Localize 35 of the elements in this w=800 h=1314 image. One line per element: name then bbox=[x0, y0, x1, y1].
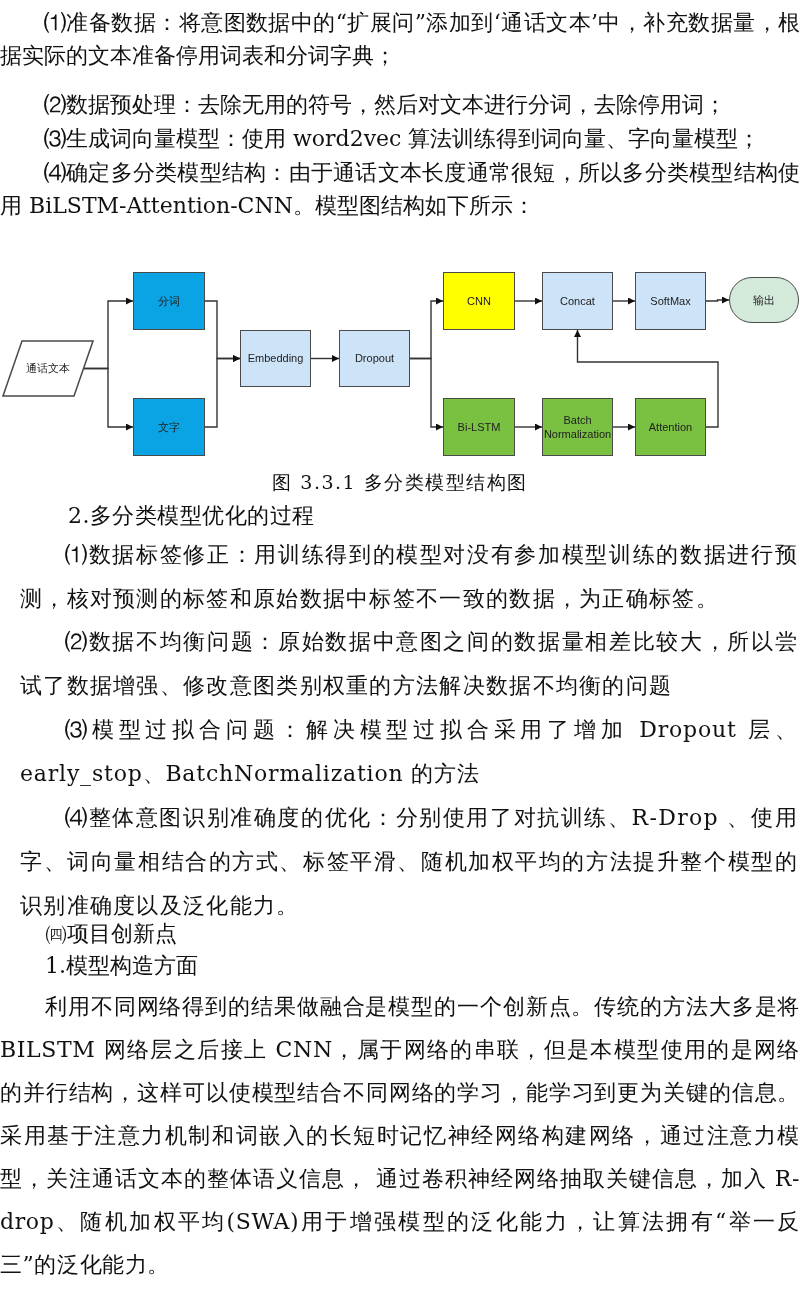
arrow bbox=[705, 296, 730, 304]
section-heading: ㈣项目创新点 bbox=[45, 920, 178, 948]
terminal-box: 输出 bbox=[729, 277, 799, 323]
section-heading: 2.多分类模型优化的过程 bbox=[68, 502, 316, 530]
paragraph: ⑴数据标签修正：用训练得到的模型对没有参加模型训练的数据进行预测，核对预测的标签和原始数据中标签不一致的数据，为正确标签。 bbox=[20, 541, 798, 613]
process-box: Embedding bbox=[240, 330, 311, 387]
arrow bbox=[310, 355, 340, 362]
figure-caption: 图 3.3.1 多分类模型结构图 bbox=[271, 470, 529, 495]
arrow bbox=[612, 297, 636, 305]
paragraph: ⑶模型过拟合问题：解决模型过拟合采用了增加 Dropout 层、early_stop、BatchNormalization 的方法 bbox=[20, 716, 798, 788]
process-box: 文字 bbox=[133, 398, 205, 456]
paragraph: ⑵数据预处理：去除无用的符号，然后对文本进行分词，去除停用词； bbox=[43, 91, 727, 119]
paragraph: ⑶生成词向量模型：使用 word2vec 算法训练得到词向量、字向量模型； bbox=[43, 125, 762, 153]
arrow bbox=[574, 329, 719, 428]
paragraph: ⑵数据不均衡问题：原始数据中意图之间的数据量相差比较大，所以尝试了数据增强、修改意图类别权重的方法解决数据不均衡的问题 bbox=[20, 628, 798, 700]
process-box: Batch Normalization bbox=[542, 398, 613, 456]
process-box: Concat bbox=[542, 272, 613, 330]
paragraph: 利用不同网络得到的结果做融合是模型的一个创新点。传统的方法大多是将BILSTM 网络层之后接上 CNN，属于网络的串联，但是本模型使用的是网络的并行结构，这样可以使模型结合不同网络的学习，能学习到更为关键的信息。采用基于注意力机制和词嵌入的长短时记忆神经网络构建网络，通过注意力模型，关注通话文本的整体语义信息， 通过卷积神经网络抽取关键信息，加入 R-drop、随机加权平均(SWA)用于增强模型的泛化能力，让算法拥有“举一反三”的泛化能力。 bbox=[0, 993, 800, 1279]
process-box: 分词 bbox=[133, 272, 205, 330]
arrow bbox=[514, 423, 543, 431]
arrow bbox=[514, 297, 543, 305]
process-box: SoftMax bbox=[635, 272, 706, 330]
arrow bbox=[83, 367, 134, 431]
data-parallelogram: 通话文本 bbox=[2, 340, 94, 397]
process-box: Attention bbox=[635, 398, 706, 456]
arrow bbox=[204, 355, 241, 428]
process-box: Dropout bbox=[339, 330, 410, 387]
section-heading: 1.模型构造方面 bbox=[45, 952, 199, 980]
arrow bbox=[612, 423, 636, 431]
arrow bbox=[409, 357, 444, 431]
paragraph: ⑴准备数据：将意图数据中的“扩展问”添加到‘通话文本’中，补充数据量，根据实际的文本准备停用词表和分词字典； bbox=[0, 9, 800, 70]
process-box: CNN bbox=[443, 272, 515, 330]
paragraph: ⑷整体意图识别准确度的优化：分别使用了对抗训练、R-Drop 、使用字、词向量相结合的方式、标签平滑、随机加权平均的方法提升整个模型的识别准确度以及泛化能力。 bbox=[20, 804, 798, 920]
paragraph: ⑷确定多分类模型结构：由于通话文本长度通常很短，所以多分类模型结构使用 BiLSTM-Attention-CNN。模型图结构如下所示： bbox=[0, 159, 800, 220]
process-box: Bi-LSTM bbox=[443, 398, 515, 456]
